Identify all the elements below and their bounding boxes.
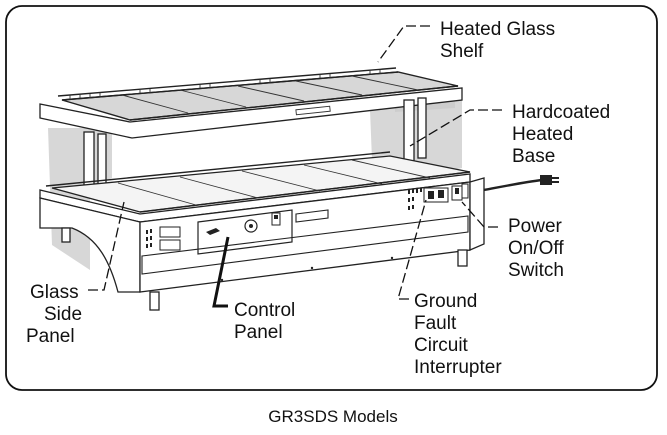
label-line: Heated Glass — [440, 19, 555, 40]
label-line: Panel — [26, 326, 75, 347]
legs — [61, 227, 468, 311]
label-line: On/Off — [508, 238, 564, 259]
leader-gfci — [397, 199, 427, 300]
diagram-caption: GR3SDS Models — [268, 407, 397, 426]
label-line: Side — [44, 304, 82, 325]
label-power-switch: Power On/Off Switch — [508, 216, 569, 281]
heated-glass-shelf — [39, 67, 463, 139]
label-line: Hardcoated — [512, 102, 610, 123]
label-line: Switch — [508, 260, 564, 281]
label-line: Interrupter — [414, 357, 502, 378]
diagram-frame — [5, 5, 658, 391]
label-line: Power — [508, 216, 563, 237]
label-line: Base — [512, 146, 555, 167]
leader-heated-glass-shelf — [377, 25, 430, 63]
power-cord — [483, 175, 559, 192]
label-heated-glass-shelf: Heated Glass Shelf — [440, 19, 560, 62]
label-hardcoated-heated-base: Hardcoated Heated Base — [512, 102, 616, 167]
leader-hardcoated-base — [409, 109, 502, 147]
label-line: Panel — [234, 322, 283, 343]
leader-control-panel — [212, 236, 230, 308]
leader-power-switch — [461, 201, 498, 228]
label-gfci: Ground Fault Circuit Interrupter — [414, 291, 502, 378]
label-line: Control — [234, 300, 295, 321]
label-glass-side-panel: Glass Side Panel — [26, 282, 87, 347]
label-line: Glass — [30, 282, 79, 303]
label-line: Ground — [414, 291, 477, 312]
label-line: Circuit — [414, 335, 469, 356]
leader-glass-side-panel — [88, 201, 125, 291]
label-line: Heated — [512, 124, 573, 145]
label-control-panel: Control Panel — [234, 300, 301, 343]
label-line: Shelf — [440, 41, 484, 62]
label-line: Fault — [414, 313, 457, 334]
